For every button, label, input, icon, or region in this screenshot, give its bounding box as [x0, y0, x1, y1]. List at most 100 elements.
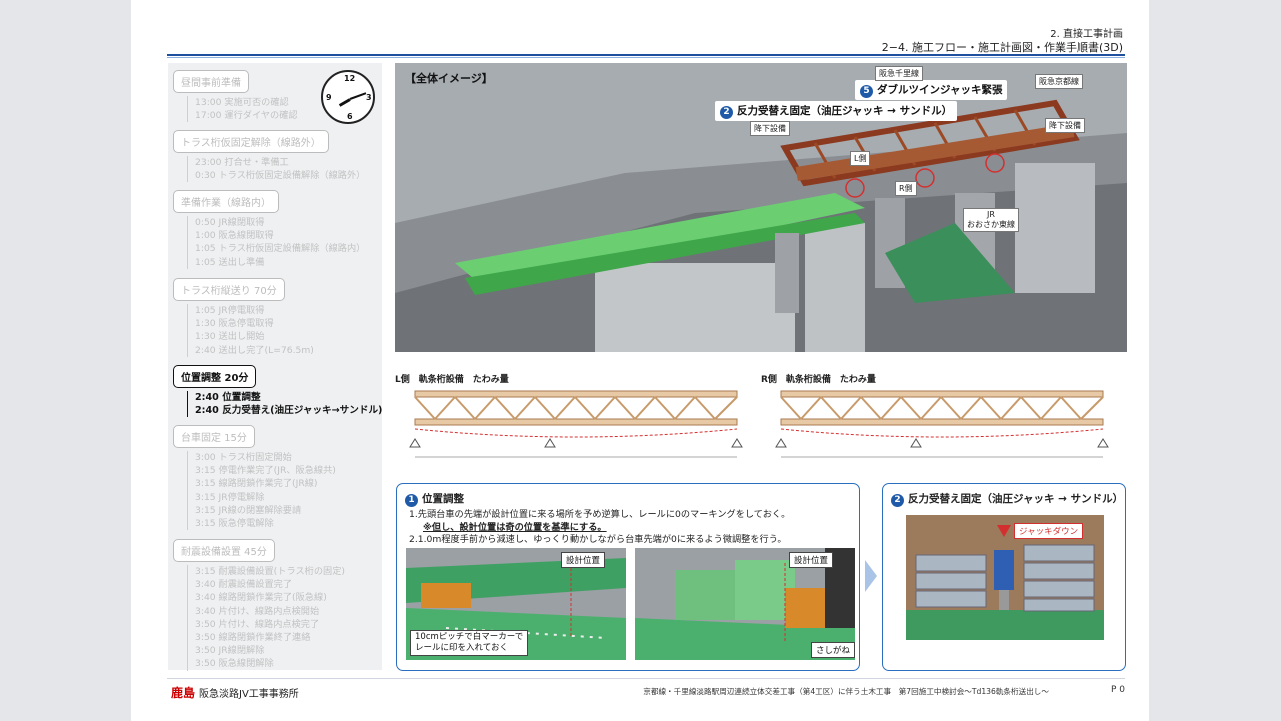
timeline-step-list: 23:00 打合せ・準備工 0:30 トラス桁仮固定設備解除（線路外） [187, 156, 366, 183]
clock-num-3: 3 [366, 93, 372, 102]
label-l-side: L側 [850, 151, 871, 166]
timeline-step: 0:30 トラス桁仮固定設備解除（線路外） [195, 170, 366, 182]
tag-marker-note: 10cmピッチで白マーカーで レールに印を入れておく [410, 630, 529, 656]
reaction-transfer-title: 2 反力受替え固定（油圧ジャッキ → サンドル） [891, 491, 1123, 507]
position-adjustment-text: 1.先頭台車の先端が設計位置に来る場所を予め逆算し、レールに0のマーキングをして… [409, 509, 790, 547]
label-hankyu-senri: 阪急千里線 [875, 66, 923, 81]
arrow-right-icon [865, 560, 877, 592]
timeline-step: 3:40 耐震設備設置完了 [195, 579, 293, 591]
step-2-icon: 2 [720, 106, 733, 119]
clock-num-6: 6 [347, 112, 353, 121]
timeline-step: 3:15 停電作業完了(JR、阪急線共) [195, 465, 336, 477]
step-2-icon-box: 2 [891, 494, 904, 507]
clock-hour-hand [338, 98, 351, 107]
label-jr-osaka-higashi: JR おおさか東線 [963, 208, 1019, 232]
page-number: P 0 [1110, 685, 1125, 695]
tag-design-position-1: 設計位置 [561, 552, 606, 568]
timeline-step: 1:05 送出し準備 [195, 256, 265, 268]
box1-line2: ※但し、設計位置は奇の位置を基準にする。 [423, 521, 607, 533]
timeline-step: 3:15 線路閉鎖作業完了(JR線) [195, 478, 318, 490]
reaction-transfer-panel: 2 反力受替え固定（油圧ジャッキ → サンドル） ジャッキダウン [882, 483, 1126, 671]
truss-left-title: L側 軌条桁設備 たわみ量 [395, 375, 509, 385]
label-koka-right: 降下設備 [1045, 118, 1085, 133]
timeline-step: 3:40 片付け、線路内点検開始 [195, 605, 320, 617]
callout-reaction-transfer: 2 反力受替え固定（油圧ジャッキ → サンドル） [715, 101, 958, 121]
label-koka-left: 降下設備 [750, 121, 790, 136]
header-rule [167, 54, 1125, 56]
timeline-step: 3:15 JR線の閉塞解除要請 [195, 504, 302, 516]
sandle-jack-scene [906, 515, 1104, 640]
box1-line1: 1.先頭台車の先端が設計位置に来る場所を予め逆算し、レールに0のマーキングをして… [409, 509, 791, 520]
timeline-step: 1:30 阪急停電取得 [195, 318, 274, 330]
timeline-step: 1:30 送出し開始 [195, 331, 265, 343]
timeline-step: 0:50 JR線閉取得 [195, 217, 265, 228]
timeline-section-title: 位置調整 20分 [173, 365, 257, 388]
timeline-step: 1:05 JR停電取得 [195, 305, 265, 316]
tag-marker-line2: レールに印を入れておく [415, 643, 508, 653]
truss-right-diagram [775, 390, 1109, 458]
section-title: 2−4. 施工フロー・施工計画図・作業手順書(3D) [881, 41, 1123, 54]
label-hankyu-kyoto: 阪急京都線 [1035, 74, 1083, 89]
tag-marker-line1: 10cmピッチで白マーカーで [415, 632, 524, 642]
timeline-step: 3:15 阪急停電解除 [195, 518, 274, 530]
tag-jack-down: ジャッキダウン [1014, 523, 1084, 539]
box1-title-text: 位置調整 [422, 493, 464, 505]
chapter-label: 2. 直接工事計画 [1050, 29, 1123, 40]
timeline-section-title: トラス桁縦送り 70分 [173, 278, 285, 301]
clock-icon: 12 3 6 9 [321, 70, 375, 124]
rail-marker-photo: 設計位置 10cmピッチで白マーカーで レールに印を入れておく [406, 548, 626, 660]
timeline-section-title: 台車固定 15分 [173, 425, 255, 448]
label-jr: JR [987, 210, 995, 219]
clock-num-9: 9 [326, 93, 332, 102]
timeline-step: 1:00 阪急線閉取得 [195, 230, 274, 242]
company-logo: 鹿島阪急淡路JV工事事務所 [171, 684, 299, 701]
timeline-step: 23:00 打合せ・準備工 [195, 157, 289, 168]
timeline-step: 2:40 送出し完了(L=76.5m) [195, 344, 314, 356]
timeline-section: 昼間事前準備 13:00 実施可否の確認 17:00 運行ダイヤの確認 [173, 70, 298, 123]
step-5-icon: 5 [860, 85, 873, 98]
timeline-step: 3:50 JR線閉解除 [195, 645, 265, 657]
tag-design-position-2: 設計位置 [789, 552, 834, 568]
timeline-section-title: 準備作業（線路内） [173, 190, 279, 213]
timeline-step: 3:50 片付け、線路内点検完了 [195, 618, 320, 630]
timeline-step: 3:40 線路閉鎖作業完了(阪急線) [195, 592, 327, 604]
callout-2-text: 反力受替え固定（油圧ジャッキ → サンドル） [737, 105, 953, 117]
sandle-jack-photo: ジャッキダウン [906, 515, 1104, 640]
company-name: 阪急淡路JV工事事務所 [199, 689, 299, 700]
timeline-step: 3:15 JR停電解除 [195, 491, 265, 503]
label-osaka-higashi: おおさか東線 [967, 220, 1015, 229]
timeline-section-title: トラス桁仮固定解除（線路外） [173, 130, 329, 153]
timeline-step: 13:00 実施可否の確認 [195, 97, 289, 108]
tag-sashigane: さしがね [811, 642, 855, 658]
callout-5-text: ダブルツインジャッキ緊張 [877, 84, 1003, 96]
box2-title-text: 反力受替え固定（油圧ジャッキ → サンドル） [908, 493, 1124, 505]
kajima-logo: 鹿島 [171, 686, 196, 700]
header-rule-thin [167, 57, 1125, 58]
timeline-step: 3:15 耐震設備設置(トラス桁の固定) [195, 566, 345, 577]
timeline-step: 2:40 反力受替え(油圧ジャッキ→サンドル) [195, 405, 383, 417]
truss-right-title: R側 軌条桁設備 たわみ量 [761, 375, 876, 385]
label-r-side: R側 [895, 181, 917, 196]
callout-double-twin-jack: 5 ダブルツインジャッキ緊張 [855, 80, 1008, 100]
timeline-step: 1:05 トラス桁仮固定設備解除（線路内） [195, 243, 366, 255]
timeline-section-title: 昼間事前準備 [173, 70, 249, 93]
box1-line3: 2.1.0m程度手前から減速し、ゆっくり動かしながら台車先端が0に来るよう微調整… [409, 534, 787, 545]
project-name: 京都線・千里線淡路駅周辺連続立体交差工事（第4工区）に伴う土木工事 第7回施工中… [643, 687, 1049, 696]
timeline-step-list: 13:00 実施可否の確認 17:00 運行ダイヤの確認 [187, 96, 298, 123]
truss-left-diagram [409, 390, 743, 458]
timeline-step: 17:00 運行ダイヤの確認 [195, 110, 298, 122]
timeline-step: 3:50 阪急線閉解除 [195, 658, 274, 670]
